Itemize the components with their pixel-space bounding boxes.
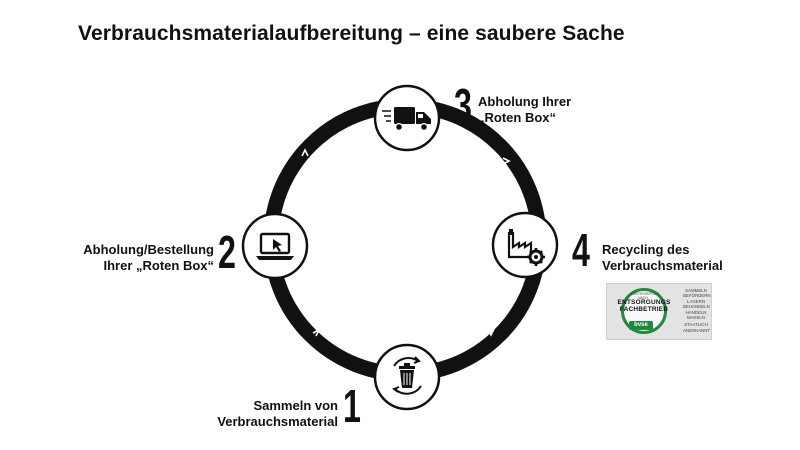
label-line: Recycling des: [602, 242, 690, 257]
seal-main-text: ENTSORGUNGS FACHBETRIEB: [609, 299, 679, 313]
label-line: Verbrauchsmaterial: [217, 414, 338, 429]
activity-item: BEFÖRDERN: [683, 293, 711, 299]
label-line: „Roten Box“: [478, 110, 556, 125]
bvse-logo: bvse: [629, 321, 653, 330]
arrow-mark: [312, 328, 321, 337]
seal-main-line: ENTSORGUNGS: [617, 299, 671, 306]
label-line: Ihrer „Roten Box“: [103, 258, 214, 273]
step-number-4: 4: [572, 224, 590, 276]
delivery-truck-icon: [382, 107, 431, 132]
seal-mid-text: NACH: [638, 296, 648, 300]
approval-text: ANERKANNT: [683, 327, 711, 333]
recycle-bin-icon: [391, 356, 422, 395]
step-number-3: 3: [454, 79, 472, 131]
label-line: Abholung Ihrer: [478, 94, 572, 109]
arrow-mark: [301, 148, 309, 157]
factory-gear-icon: [507, 229, 545, 266]
activity-item: MAKELN: [686, 315, 706, 321]
step-node-3: [373, 84, 441, 152]
step-label-2: Abholung/Bestellung Ihrer „Roten Box“: [70, 242, 214, 274]
approval-text: STAATLICH: [684, 322, 708, 328]
step-label-4: Recycling des Verbrauchsmaterial: [602, 242, 723, 274]
seal-activity-list: SAMMELN BEFÖRDERN LAGERN BEHANDELN HANDE…: [683, 288, 711, 333]
page-title: Verbrauchsmaterialaufbereitung – eine sa…: [78, 22, 625, 45]
seal-main-line: FACHBETRIEB: [619, 306, 669, 313]
activity-item: LAGERN: [686, 298, 706, 304]
activity-item: HANDELN: [685, 309, 707, 315]
step-node-4: [491, 211, 559, 279]
label-line: Abholung/Bestellung: [83, 242, 214, 257]
activity-item: BEHANDELN: [683, 304, 710, 310]
activity-item: SAMMELN: [685, 288, 707, 293]
step-number-1: 1: [343, 380, 361, 432]
arrow-mark: [502, 157, 511, 165]
step-node-2: [241, 212, 309, 280]
cycle-arrows: [301, 148, 511, 337]
step-node-1: [373, 343, 441, 411]
laptop-cursor-icon: [256, 232, 294, 260]
step-number-2: 2: [218, 226, 236, 278]
seal-top-text: ZERTIFIZIERTER: [630, 292, 660, 296]
step-label-3: Abholung Ihrer „Roten Box“: [478, 94, 571, 126]
arrow-mark: [487, 328, 495, 337]
label-line: Verbrauchsmaterial: [602, 258, 723, 273]
step-label-1: Sammeln von Verbrauchsmaterial: [200, 398, 338, 430]
label-line: Sammeln von: [253, 398, 338, 413]
certification-seal: ZERTIFIZIERTER NACH ENTSORGUNGS FACHBETR…: [606, 283, 712, 340]
